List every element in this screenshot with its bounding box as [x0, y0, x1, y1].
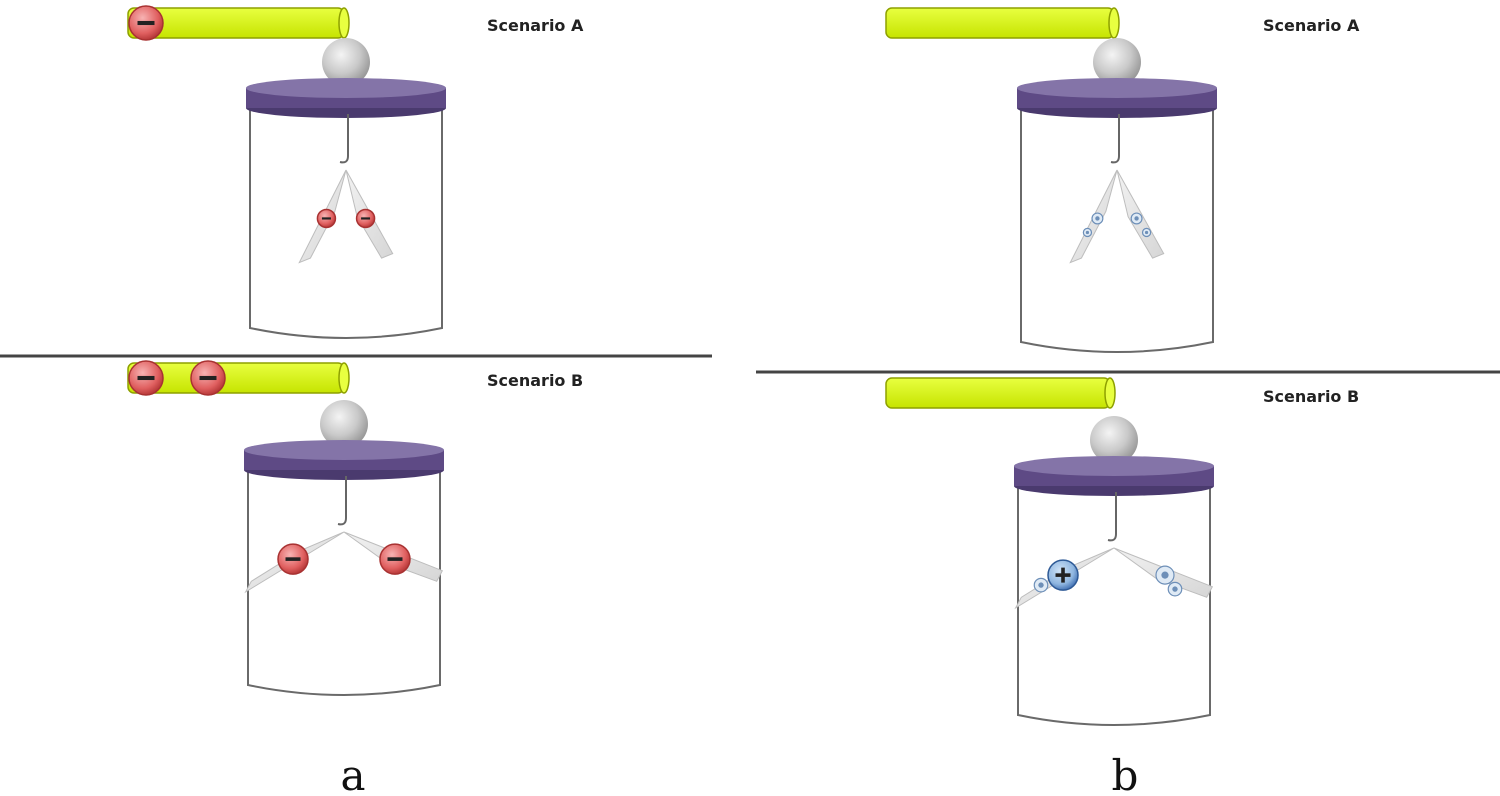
scenario-label-b-bottom: Scenario B: [1263, 387, 1359, 406]
negative-charge-icon: [277, 543, 309, 575]
metal-ball: [1090, 416, 1138, 464]
gold-leaf: [244, 531, 345, 594]
negative-charge-icon: [316, 208, 337, 229]
electroscope-a-scenario-a: [127, 5, 446, 339]
neutral-charge-icon: [1091, 212, 1104, 225]
charged-rod: [885, 377, 1111, 409]
neutral-charge-icon: [1167, 581, 1183, 597]
panel-label-b: b: [1112, 751, 1139, 796]
wire-hook: [337, 476, 347, 526]
neutral-charge-icon: [1155, 565, 1175, 585]
metal-ball: [1093, 38, 1141, 86]
panel-label-a: a: [340, 751, 365, 796]
negative-charge-icon: [379, 543, 411, 575]
gold-leaf: [298, 169, 347, 264]
wire-hook: [1110, 114, 1120, 164]
neutral-charge-icon: [1141, 227, 1152, 238]
scenario-label-b-top: Scenario A: [1263, 16, 1360, 35]
jar-body: [1017, 486, 1211, 726]
metal-ball: [320, 400, 368, 448]
charged-rod: [885, 7, 1115, 39]
scenario-label-a-top: Scenario A: [487, 16, 584, 35]
negative-charge-icon: [128, 5, 164, 41]
metal-ball: [322, 38, 370, 86]
jar-body: [247, 470, 441, 696]
negative-charge-icon: [128, 360, 164, 396]
neutral-charge-icon: [1033, 577, 1049, 593]
negative-charge-icon: [355, 208, 376, 229]
wire-hook: [339, 114, 349, 164]
electroscope-b-scenario-b: [885, 377, 1214, 726]
electroscope-a-scenario-b: [127, 360, 444, 696]
scenario-label-a-bottom: Scenario B: [487, 371, 583, 390]
electroscope-b-scenario-a: [885, 7, 1217, 353]
negative-charge-icon: [190, 360, 226, 396]
wire-hook: [1107, 492, 1117, 542]
jar-body: [249, 108, 443, 339]
positive-charge-icon: [1047, 559, 1079, 591]
neutral-charge-icon: [1082, 227, 1093, 238]
neutral-charge-icon: [1130, 212, 1143, 225]
gold-leaf: [1014, 547, 1115, 610]
jar-body: [1020, 108, 1214, 353]
